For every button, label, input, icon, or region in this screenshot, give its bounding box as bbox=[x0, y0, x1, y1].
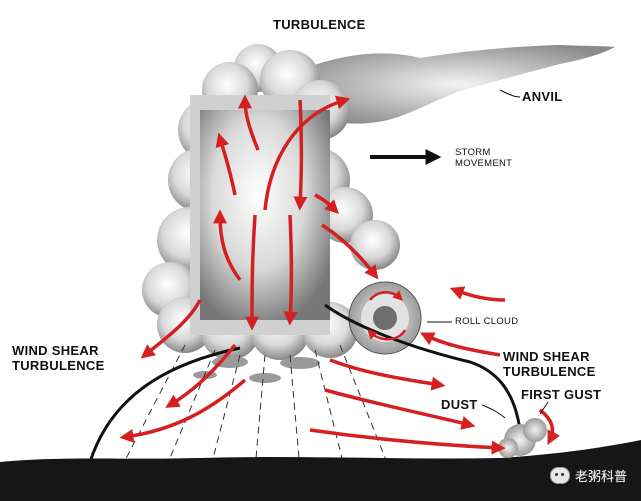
downdraft-arrow bbox=[283, 214, 298, 326]
outflow-arrow bbox=[309, 428, 506, 455]
wind-shear-right-label: WIND SHEAR TURBULENCE bbox=[503, 349, 596, 379]
anvil-label: ANVIL bbox=[522, 89, 563, 104]
first-gust-arrow bbox=[538, 408, 561, 446]
outflow-arrow bbox=[324, 388, 476, 430]
outflow-arrow bbox=[165, 343, 237, 408]
dust-label: DUST bbox=[441, 397, 478, 412]
watermark: 老粥科普 bbox=[549, 466, 627, 485]
outflow-boundary bbox=[88, 303, 522, 463]
updraft-arrow bbox=[215, 132, 237, 196]
turbulence-label: TURBULENCE bbox=[273, 17, 366, 32]
watermark-text: 老粥科普 bbox=[574, 470, 627, 485]
first-gust-label: FIRST GUST bbox=[521, 387, 602, 402]
storm-movement-label: STORM MOVEMENT bbox=[455, 147, 513, 170]
rain-streaks bbox=[119, 344, 391, 471]
leader-lines bbox=[427, 89, 549, 419]
outflow-arrow bbox=[119, 378, 247, 443]
inflow-arrow bbox=[419, 332, 501, 357]
airflow-arrows bbox=[119, 94, 561, 455]
updraft-arrow bbox=[263, 95, 351, 211]
outflow-arrow bbox=[140, 299, 202, 359]
ground bbox=[0, 440, 641, 501]
roll-circulation-arrows bbox=[367, 290, 407, 341]
outflow-arrow bbox=[329, 358, 446, 391]
updraft-arrow bbox=[238, 94, 260, 151]
inflow-arrow bbox=[449, 286, 506, 302]
downdraft-arrow bbox=[245, 214, 260, 331]
dust-cloud bbox=[498, 418, 547, 458]
updraft-arrow bbox=[213, 209, 242, 282]
wind-shear-left-label: WIND SHEAR TURBULENCE bbox=[12, 343, 105, 373]
downdraft-arrow bbox=[314, 193, 339, 214]
inflow-arrow bbox=[321, 223, 379, 280]
downdraft-arrow bbox=[293, 99, 308, 211]
wechat-icon bbox=[549, 467, 570, 484]
anvil-cloud bbox=[300, 45, 615, 124]
roll-cloud-label: ROLL CLOUD bbox=[455, 316, 519, 327]
